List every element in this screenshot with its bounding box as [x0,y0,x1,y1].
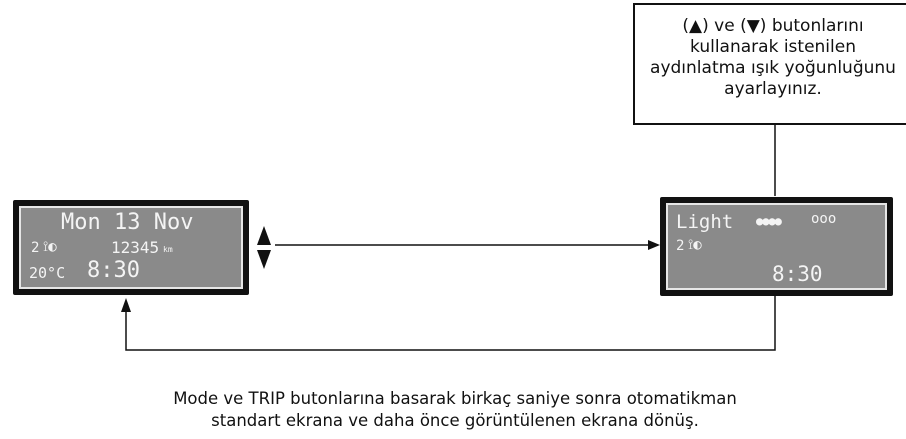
date-text: Mon 13 Nov [61,210,194,235]
standard-display-screen: Mon 13 Nov 2 ⟟◐ 12345 km 20°C 8:30 [19,206,243,289]
odometer-value: 12345 [111,238,160,257]
headlight-icon: ⟟◐ [688,237,702,253]
standard-display: Mon 13 Nov 2 ⟟◐ 12345 km 20°C 8:30 [13,200,249,295]
clock-time: 8:30 [772,262,823,286]
gear-number: 2 [31,240,40,256]
clock-time: 8:30 [87,258,140,283]
light-level-filled: ●●●● [756,214,782,228]
arrowhead-right [648,240,660,250]
note-line: ayarlayınız. [724,79,822,99]
light-display-screen: Light ●●●● ooo 2 ⟟◐ 8:30 [666,203,887,290]
temperature-value: 20°C [29,264,66,282]
return-path [125,295,776,351]
caption-line: Mode ve TRIP butonlarına basarak birkaç … [173,389,737,408]
instruction-note: (▲) ve (▼) butonlarını kullanarak isteni… [633,3,906,125]
up-triangle-icon [257,226,271,245]
down-triangle-icon [257,250,271,269]
note-line: (▲) ve (▼) butonlarını [682,16,864,36]
note-line: aydınlatma ışık yoğunluğunu [650,58,896,78]
odometer-unit: km [163,245,173,254]
return-caption: Mode ve TRIP butonlarına basarak birkaç … [60,388,850,432]
note-line: kullanarak istenilen [690,37,856,57]
gear-number: 2 [676,238,685,254]
light-level-empty: ooo [811,211,837,227]
light-label: Light [676,211,734,233]
headlight-icon: ⟟◐ [43,239,57,255]
arrowhead-up [121,298,131,312]
caption-line: standart ekrana ve daha önce görüntülene… [211,411,699,430]
light-display: Light ●●●● ooo 2 ⟟◐ 8:30 [660,197,893,296]
